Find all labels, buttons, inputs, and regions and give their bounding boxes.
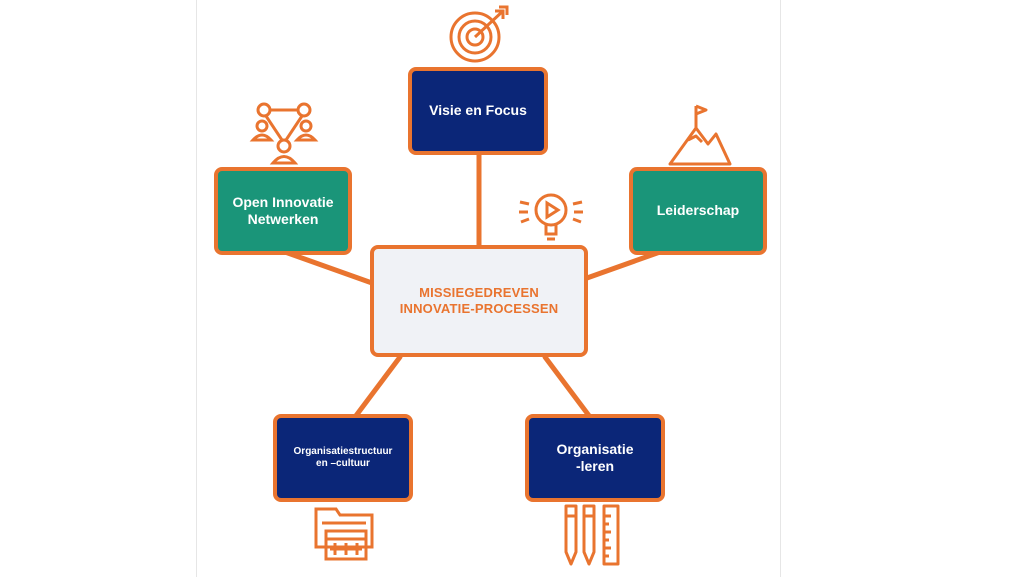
node-organisatiestructuur: Organisatiestructuur en –cultuur — [273, 414, 413, 502]
node-open-line1: Open Innovatie — [232, 193, 334, 210]
center-line2: INNOVATIE-PROCESSEN — [399, 301, 559, 316]
lightbulb-icon — [519, 193, 583, 241]
node-visie-en-focus: Visie en Focus — [408, 67, 548, 155]
node-visie-label: Visie en Focus — [429, 102, 527, 119]
node-leiderschap-label: Leiderschap — [656, 202, 740, 219]
node-open-innovatie: Open Innovatie Netwerken — [214, 167, 352, 255]
node-structuur-line2: en –cultuur — [316, 458, 370, 469]
folders-calendar-icon — [314, 507, 374, 561]
node-structuur-line1: Organisatiestructuur — [293, 445, 393, 457]
pencils-ruler-icon — [564, 504, 620, 566]
node-open-line2: Netwerken — [247, 211, 319, 227]
node-leren-line2: -leren — [575, 458, 615, 474]
connector-leren — [542, 354, 593, 420]
target-icon — [449, 5, 509, 63]
mountain-flag-icon — [668, 104, 732, 166]
node-organisatie-leren: Organisatie -leren — [525, 414, 665, 502]
node-leren-line1: Organisatie — [556, 440, 634, 457]
network-people-icon — [249, 102, 319, 165]
connector-leiderschap — [584, 249, 663, 281]
connector-open — [282, 249, 375, 286]
node-center: MISSIEGEDREVEN INNOVATIE-PROCESSEN — [370, 245, 588, 357]
connector-structuur — [352, 354, 403, 420]
node-leiderschap: Leiderschap — [629, 167, 767, 255]
center-line1: MISSIEGEDREVEN — [419, 284, 539, 300]
